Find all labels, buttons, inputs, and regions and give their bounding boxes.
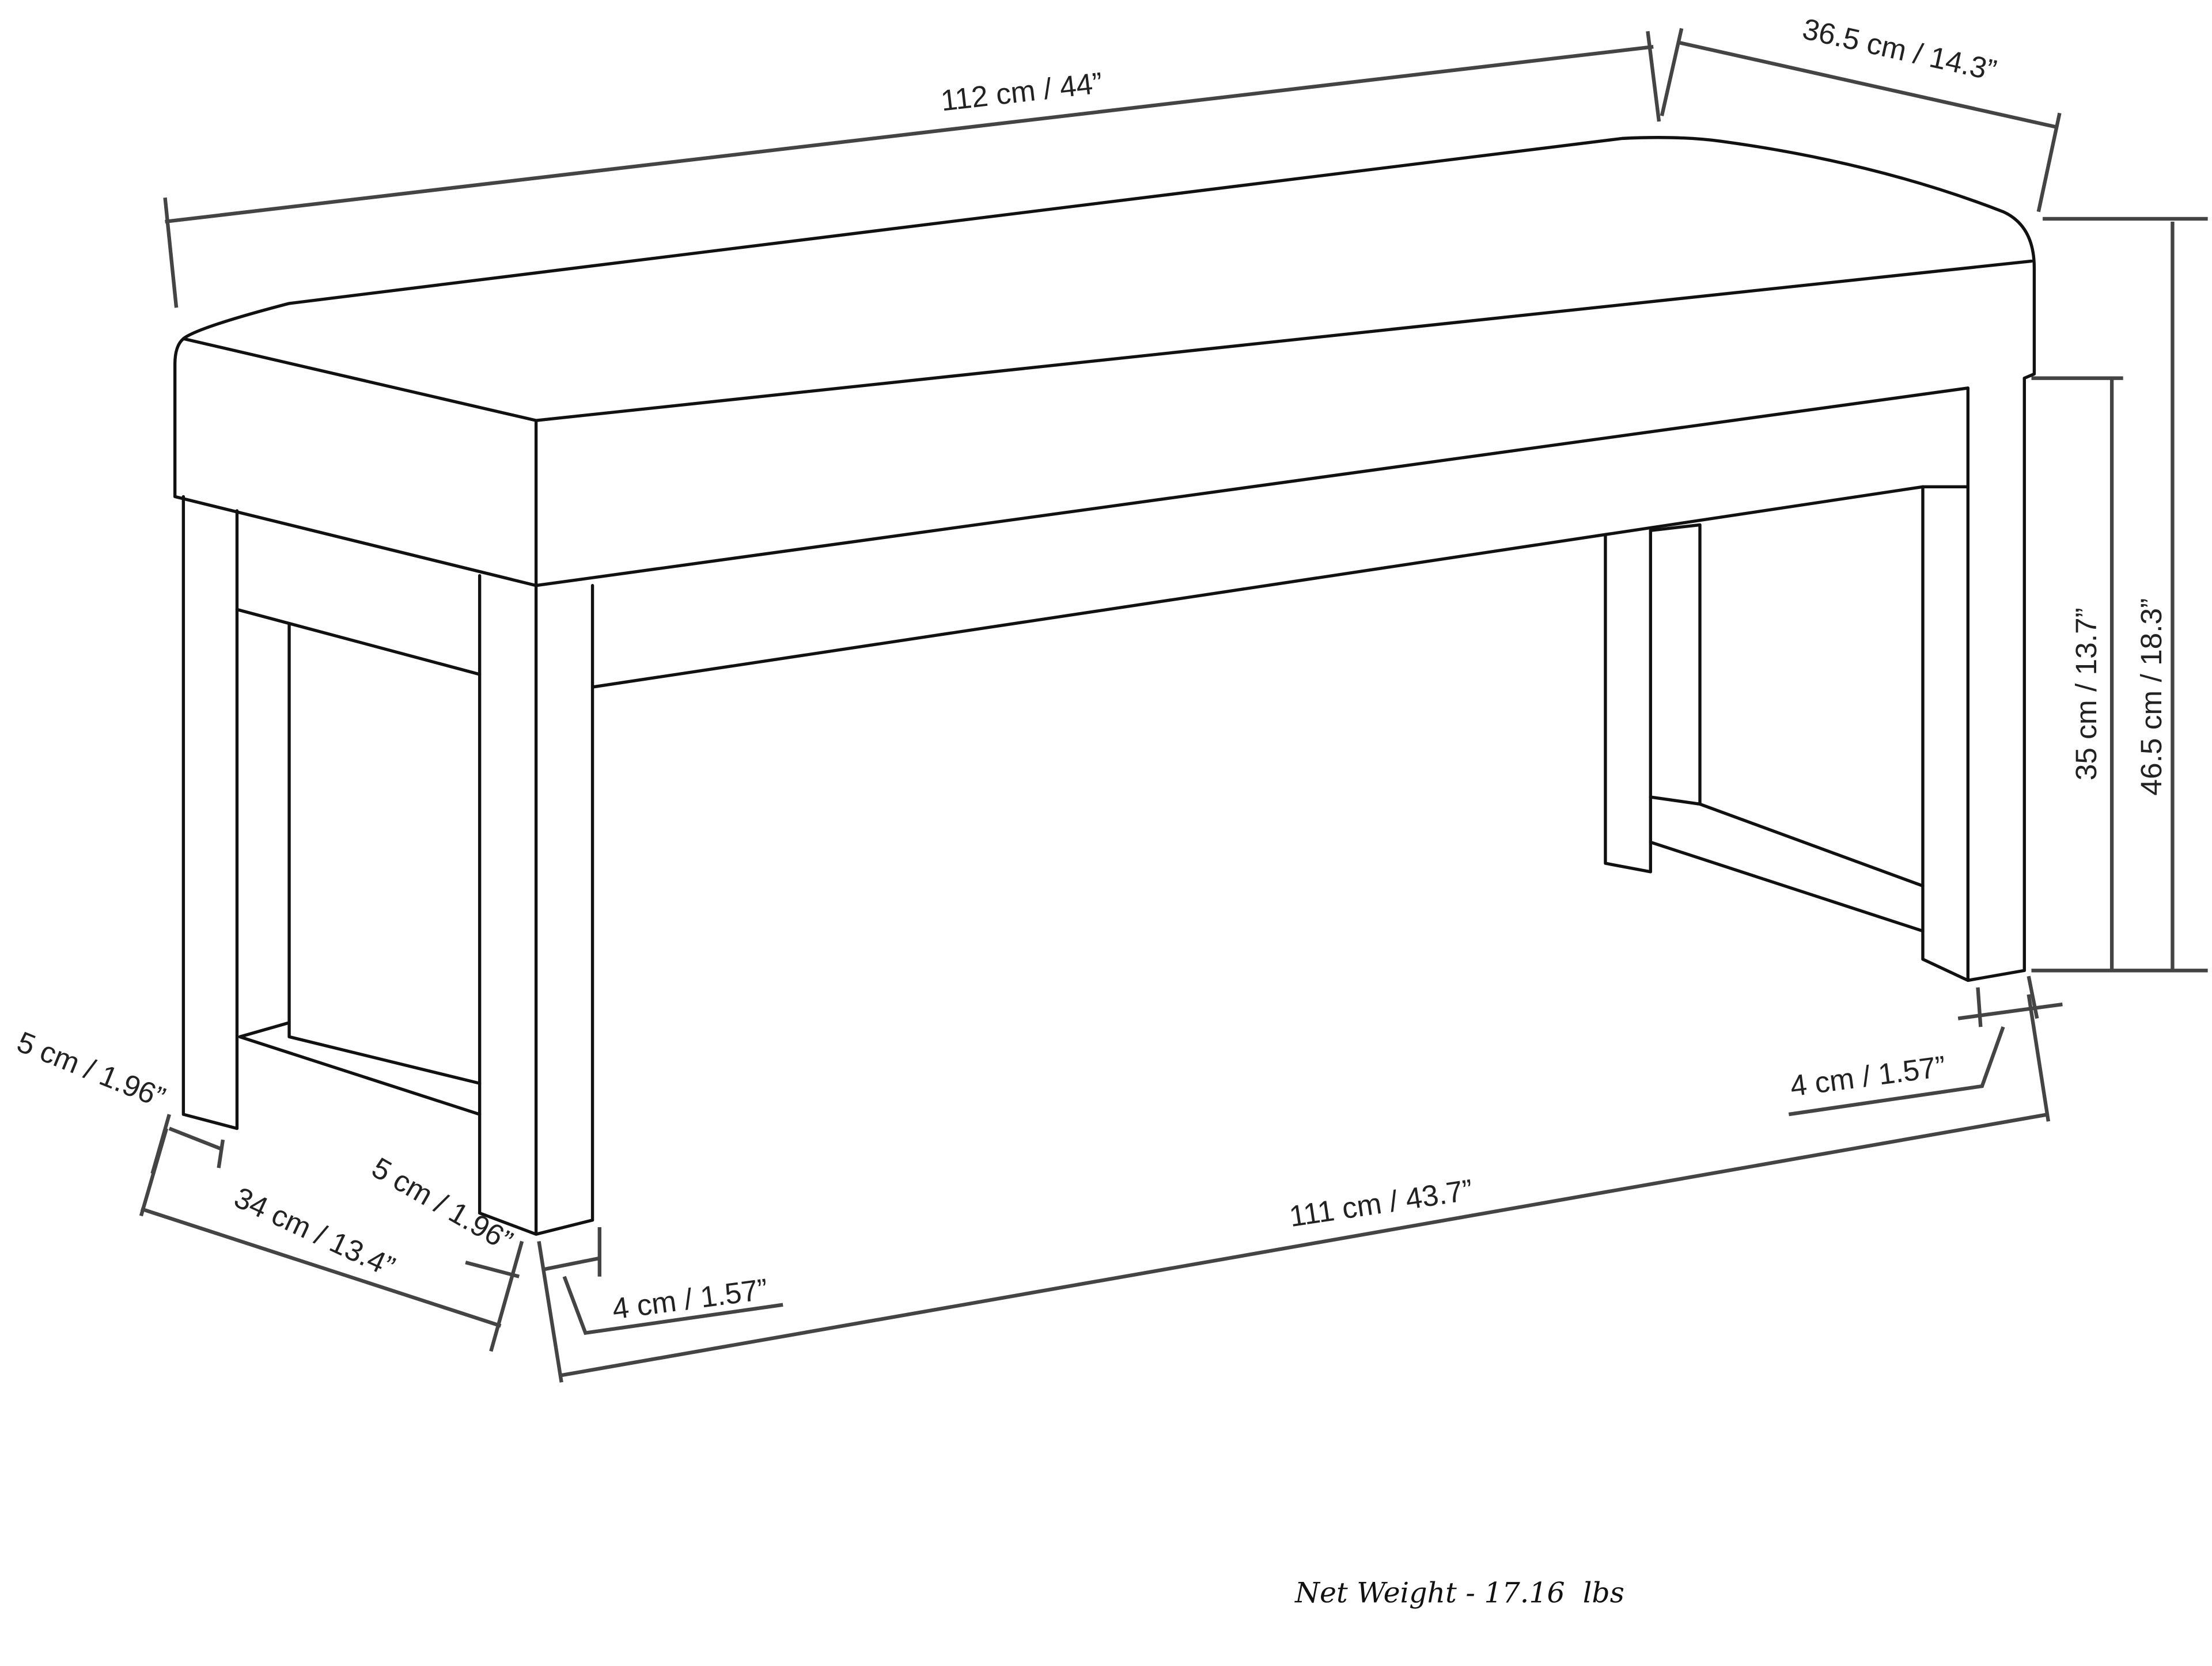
right-side-frame (1649, 523, 1925, 933)
dim-line-front-leg-width (543, 1227, 783, 1335)
label-front-leg-depth: 5 cm / 1.96” (366, 1151, 518, 1258)
dimension-lines (139, 28, 2208, 1383)
dim-line-overall-height (2031, 217, 2208, 973)
label-back-leg-depth: 5 cm / 1.96” (13, 1024, 170, 1114)
label-leg-span-length: 111 cm / 43.7” (1287, 1172, 1475, 1233)
front-apron (590, 485, 1970, 689)
dim-line-leg-span-depth (139, 1128, 524, 1352)
dim-line-right-leg-width (1788, 976, 2063, 1117)
net-weight: Net Weight - 17.16 lbs (1294, 1576, 1624, 1609)
dim-line-overall-length (163, 31, 1661, 308)
bench-drawing (173, 136, 2036, 1236)
label-overall-length: 112 cm / 44” (939, 66, 1104, 117)
dim-line-leg-span-length (537, 994, 2051, 1383)
right-back-leg (1604, 529, 1652, 874)
left-side-frame (235, 608, 482, 1116)
dimension-labels: 112 cm / 44” 36.5 cm / 14.3” 46.5 cm / 1… (13, 12, 2168, 1325)
label-leg-span-depth: 34 cm / 13.4” (229, 1180, 400, 1283)
right-front-leg (1921, 377, 2026, 982)
dim-line-overall-depth (1660, 28, 2062, 212)
left-back-leg (181, 495, 239, 1130)
label-clearance-height: 35 cm / 13.7” (2069, 608, 2103, 780)
label-overall-height: 46.5 cm / 18.3” (2134, 598, 2168, 796)
left-front-leg (478, 574, 594, 1236)
seat-top (173, 136, 2036, 587)
dim-line-front-leg-depth (465, 1261, 520, 1278)
dim-line-clearance-height (2031, 376, 2123, 971)
